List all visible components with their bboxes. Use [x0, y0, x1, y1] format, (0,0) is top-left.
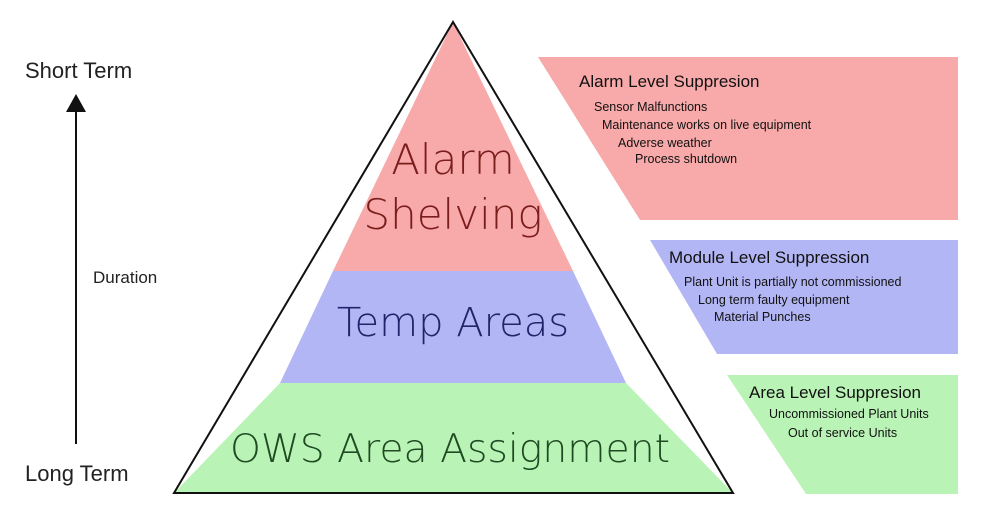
tier-alarm-shelving-label-line-2: Shelving — [363, 190, 542, 239]
module-level-item: Plant Unit is partially not commissioned — [684, 275, 901, 289]
alarm-level-item: Process shutdown — [635, 152, 737, 166]
area-level-box — [727, 375, 958, 494]
alarm-level-item: Sensor Malfunctions — [594, 100, 707, 114]
pyramid-outline — [172, 20, 735, 494]
area-level-title: Area Level Suppresion — [749, 383, 921, 402]
tier-alarm-shelving-label-line-1: Alarm — [391, 135, 515, 184]
module-level-title: Module Level Suppression — [669, 248, 869, 267]
duration-label: Duration — [93, 268, 157, 287]
pyramid-tier-alarm-shelving — [333, 22, 573, 271]
module-level-item: Long term faulty equipment — [698, 293, 850, 307]
alarm-level-title: Alarm Level Suppresion — [579, 72, 759, 91]
alarm-level-item: Adverse weather — [618, 136, 712, 150]
pyramid-tier-ows-area-assignment — [174, 383, 733, 493]
module-level-item: Material Punches — [714, 310, 811, 324]
pyramid-tier-temp-areas — [280, 271, 626, 383]
short-term-label: Short Term — [25, 58, 132, 83]
alarm-level-box — [538, 57, 958, 220]
module-level-box — [650, 240, 958, 354]
tier-ows-area-assignment-label: OWS Area Assignment — [230, 427, 670, 472]
area-level-item: Uncommissioned Plant Units — [769, 407, 929, 421]
alarm-level-item: Maintenance works on live equipment — [602, 118, 812, 132]
duration-arrow-head-icon — [66, 94, 86, 112]
tier-temp-areas-label: Temp Areas — [337, 300, 569, 346]
area-level-item: Out of service Units — [788, 426, 897, 440]
long-term-label: Long Term — [25, 461, 129, 486]
